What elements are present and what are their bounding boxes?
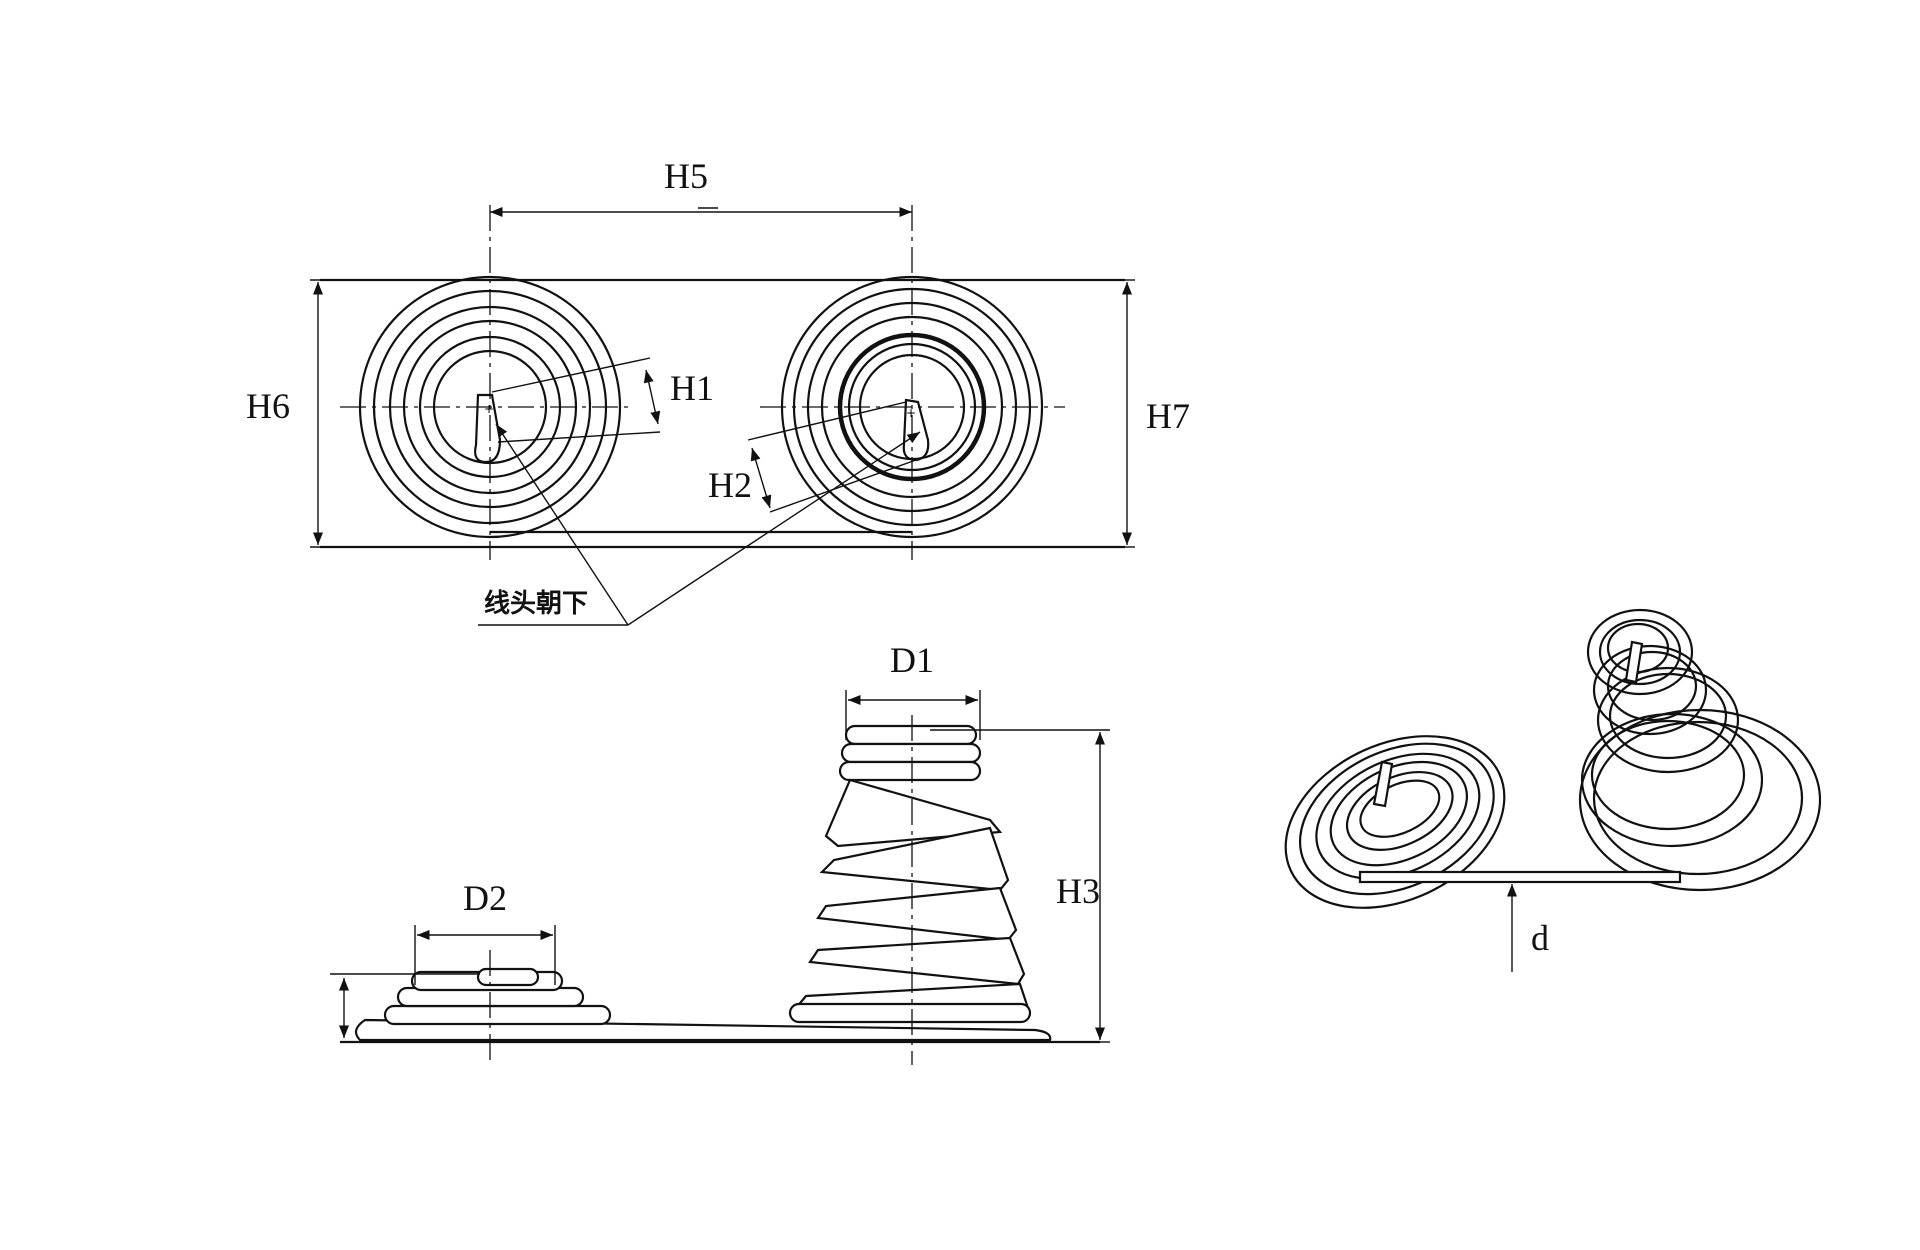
- h3-label: H3: [1056, 871, 1100, 911]
- top-view: + + H5 H6 H7: [246, 156, 1190, 626]
- left-leader-line: [495, 423, 629, 626]
- left-wire-end: [474, 393, 502, 464]
- d1-label: D1: [890, 640, 934, 680]
- d2-label: D2: [463, 878, 507, 918]
- h1-label: H1: [670, 368, 714, 408]
- h5-label: H5: [664, 156, 708, 196]
- h2-dimension-line: [750, 447, 772, 509]
- svg-text:+: +: [906, 406, 916, 420]
- right-spring-side: [788, 724, 1032, 1024]
- wire-end-down-note: 线头朝下: [484, 588, 588, 619]
- iso-conical-spring: [1578, 608, 1822, 892]
- right-wire-end: [902, 398, 930, 462]
- h7-label: H7: [1146, 396, 1190, 436]
- iso-right-wire-end: [1624, 640, 1644, 684]
- iso-flat-spiral: [1284, 735, 1506, 909]
- h6-label: H6: [246, 386, 290, 426]
- d-label: d: [1531, 918, 1549, 958]
- iso-bridge-strip: [1358, 870, 1682, 884]
- svg-text:+: +: [484, 402, 494, 416]
- isometric-view: d: [1284, 608, 1822, 972]
- h2-label: H2: [708, 465, 752, 505]
- side-view: D1 D2 H3: [330, 640, 1110, 1065]
- left-spring-side: [383, 967, 612, 1026]
- right-leader-line: [627, 431, 921, 626]
- iso-left-wire-end: [1372, 760, 1394, 808]
- h1-dimension-line: [643, 369, 661, 425]
